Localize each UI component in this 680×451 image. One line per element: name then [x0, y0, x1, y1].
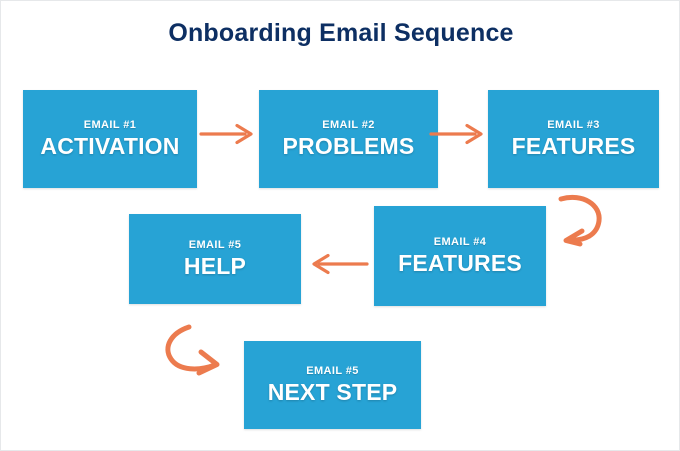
- step-title: FEATURES: [398, 250, 522, 277]
- step-title: FEATURES: [511, 133, 636, 160]
- step-title: NEXT STEP: [267, 379, 398, 406]
- page-title: Onboarding Email Sequence: [168, 19, 514, 47]
- step-box-email-1[interactable]: EMAIL #1 ACTIVATION: [23, 90, 197, 188]
- arrow-right-icon: [199, 123, 253, 145]
- step-box-email-2[interactable]: EMAIL #2 PROBLEMS: [259, 90, 438, 188]
- step-eyebrow: EMAIL #2: [322, 119, 375, 132]
- arrow-curved-down-left-icon: [558, 195, 602, 247]
- step-box-email-5-help[interactable]: EMAIL #5 HELP: [129, 214, 301, 304]
- step-box-email-5-next-step[interactable]: EMAIL #5 NEXT STEP: [244, 341, 421, 429]
- step-box-email-3[interactable]: EMAIL #3 FEATURES: [488, 90, 659, 188]
- step-title: PROBLEMS: [282, 133, 415, 160]
- step-eyebrow: EMAIL #1: [83, 119, 137, 132]
- step-eyebrow: EMAIL #3: [547, 119, 600, 132]
- step-title: ACTIVATION: [40, 133, 180, 160]
- step-eyebrow: EMAIL #4: [433, 236, 487, 249]
- step-eyebrow: EMAIL #5: [306, 365, 359, 378]
- arrow-curved-right-icon: [165, 324, 220, 376]
- step-eyebrow: EMAIL #5: [188, 239, 242, 252]
- step-title: HELP: [183, 253, 247, 280]
- arrow-left-icon: [312, 253, 369, 275]
- step-box-email-4[interactable]: EMAIL #4 FEATURES: [374, 206, 546, 306]
